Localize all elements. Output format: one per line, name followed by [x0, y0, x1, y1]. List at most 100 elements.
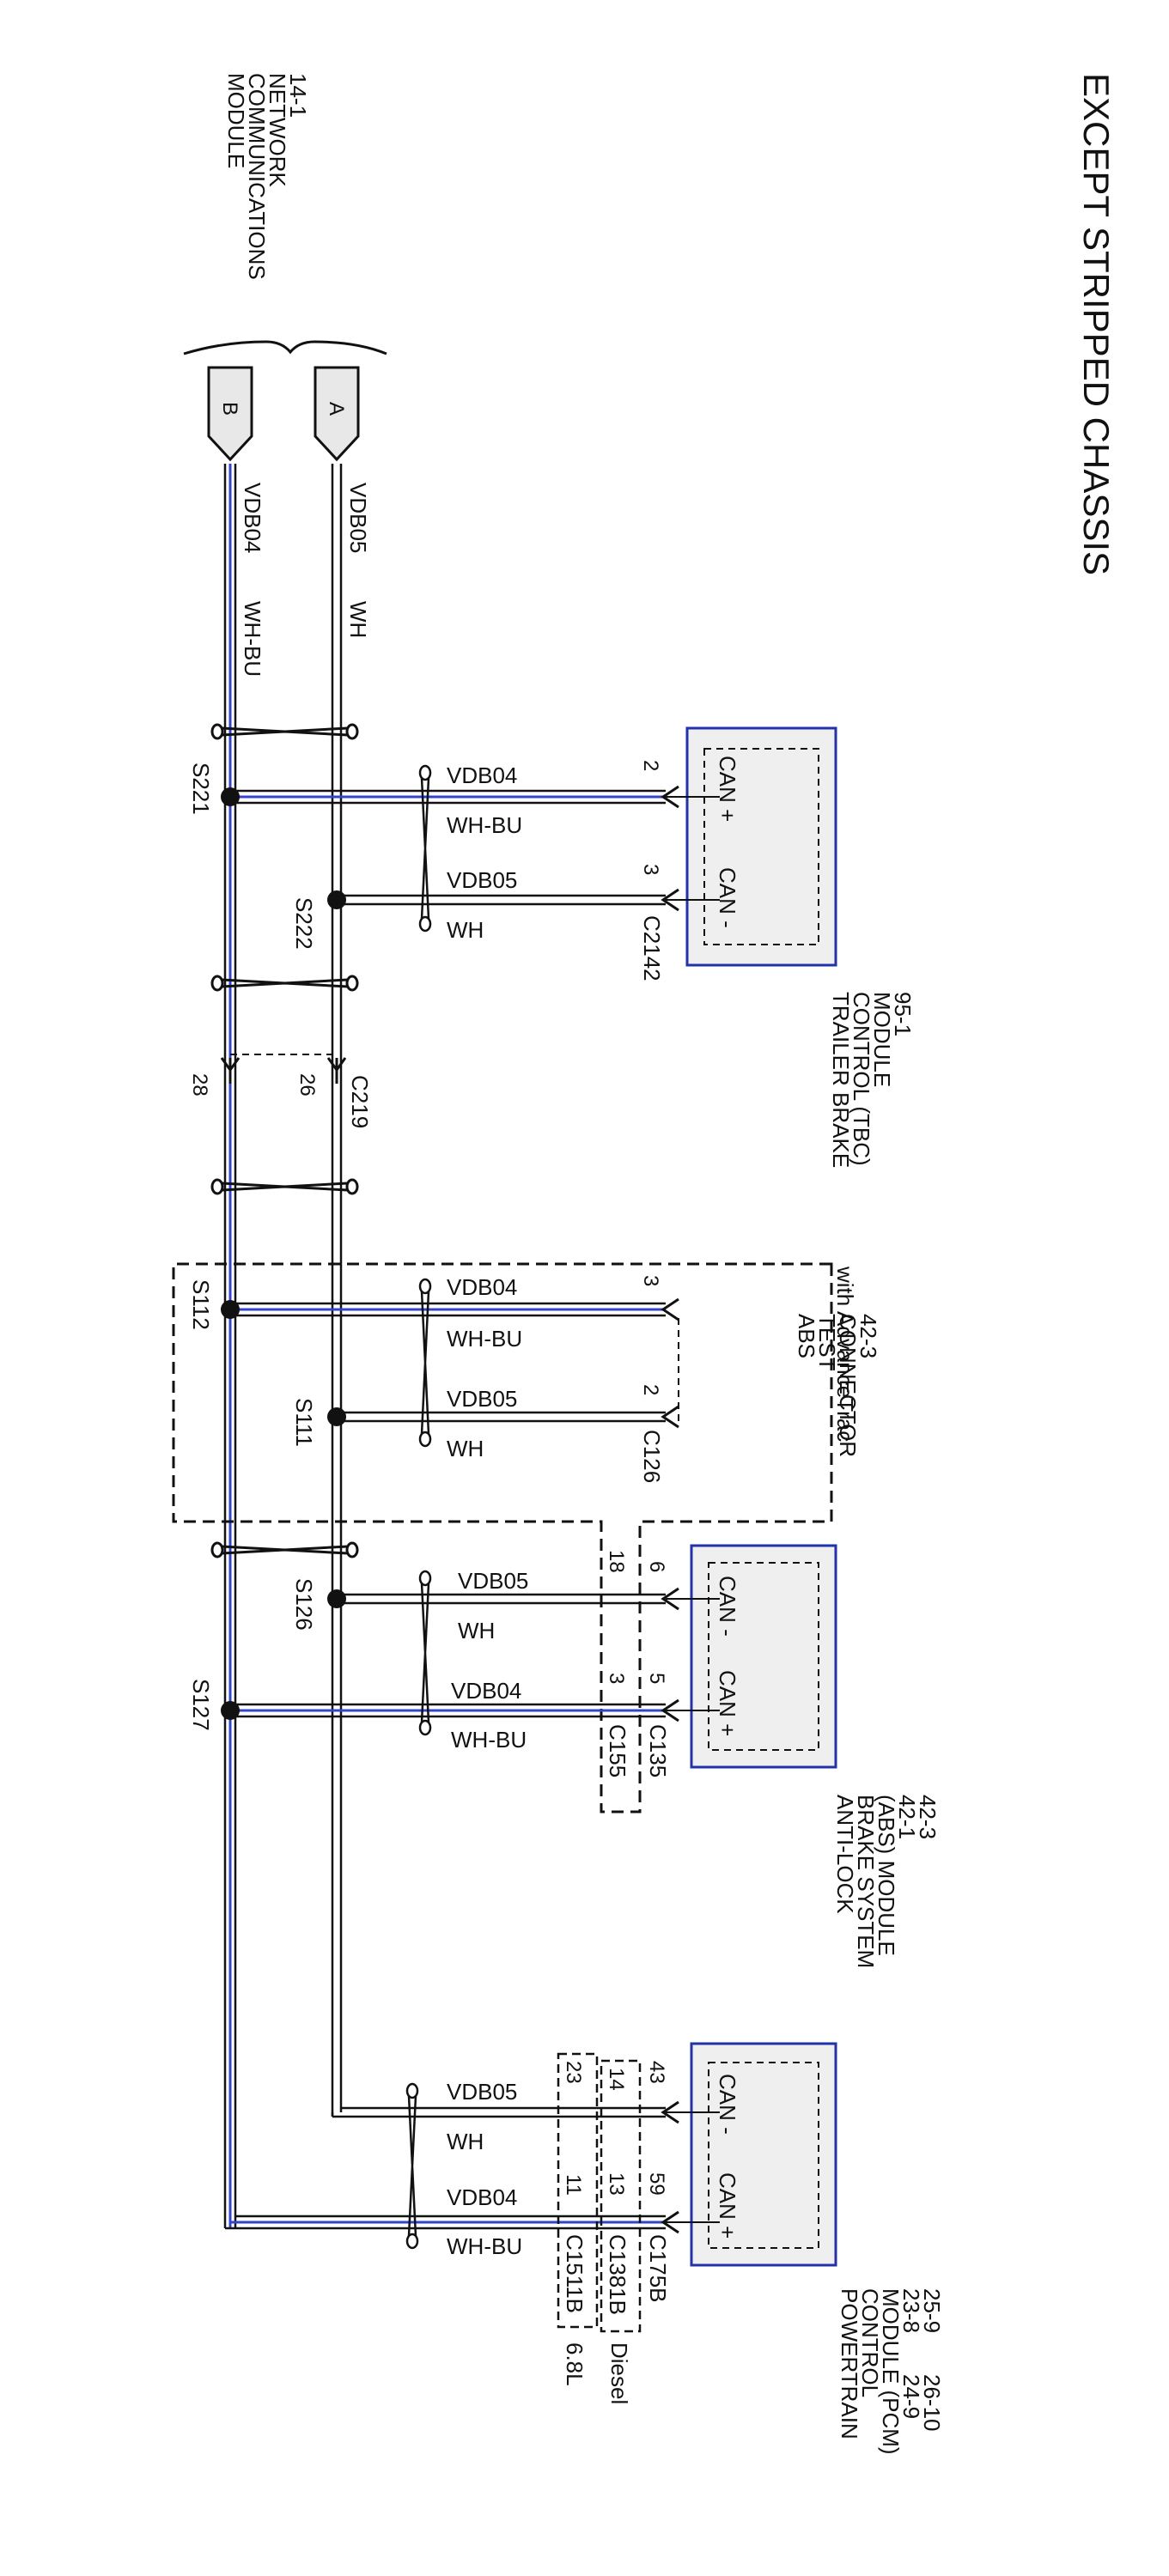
abs-test-w2-color: WH [447, 1436, 484, 1461]
network-ref-line-2: COMMUNICATIONS [244, 73, 270, 280]
tbc-can-plus-label: CAN + [715, 756, 740, 822]
svg-text:S222: S222 [291, 897, 317, 950]
svg-text:25-9: 25-9 [919, 2288, 945, 2333]
svg-text:24-9: 24-9 [898, 2374, 924, 2419]
pcm-c1511b-option-box: 23 11 C1511B 6.8L [557, 2052, 599, 2386]
tbc-w2-circuit: VDB05 [447, 867, 517, 893]
pcm-connector: C175B [645, 2234, 671, 2303]
svg-text:CAN -: CAN - [715, 2074, 740, 2135]
svg-text:with AdvanceTrac: with AdvanceTrac [832, 1266, 858, 1442]
svg-text:CAN -: CAN - [715, 1576, 740, 1637]
network-ref-line-4: 14-1 [285, 73, 311, 118]
svg-text:POWERTRAIN: POWERTRAIN [837, 2288, 862, 2439]
pcm-w1-circuit: VDB05 [447, 2079, 517, 2105]
svg-text:59: 59 [645, 2172, 668, 2196]
splice-s221 [221, 787, 240, 806]
svg-text:C1381B: C1381B [605, 2234, 630, 2315]
svg-text:26: 26 [295, 1073, 319, 1097]
twisted-pair-marker [210, 723, 359, 740]
abs-wire-can-minus [337, 1587, 720, 1611]
main-wire-b [223, 464, 237, 2228]
pcm-wire-can-minus [331, 2100, 720, 2124]
splice-s126 [327, 1589, 346, 1608]
pcm-twist [405, 2082, 419, 2250]
svg-text:TEST: TEST [814, 1314, 840, 1371]
svg-text:S112: S112 [188, 1279, 214, 1330]
svg-text:6.8L: 6.8L [562, 2342, 588, 2386]
svg-text:MODULE: MODULE [869, 992, 895, 1087]
abs-test-twist [418, 1278, 432, 1448]
connector-b: B [207, 366, 253, 462]
twisted-pair-marker [210, 975, 359, 992]
svg-text:3: 3 [639, 1275, 662, 1286]
svg-text:S126: S126 [291, 1578, 317, 1631]
main-wire-a [331, 464, 343, 2117]
svg-text:MODULE (PCM): MODULE (PCM) [878, 2288, 904, 2455]
svg-text:42-1: 42-1 [894, 1795, 920, 1839]
pcm-w2-color: WH-BU [447, 2233, 522, 2259]
svg-text:28: 28 [188, 1073, 211, 1097]
abs-test-wire-1 [230, 1297, 679, 1321]
svg-text:TRAILER BRAKE: TRAILER BRAKE [828, 992, 854, 1168]
svg-text:C219: C219 [347, 1075, 373, 1128]
tbc-w2-color: WH [447, 917, 484, 943]
svg-text:42-3: 42-3 [855, 1314, 881, 1358]
abs-connector: C135 [645, 1724, 671, 1777]
svg-text:11: 11 [562, 2174, 585, 2196]
abs-test-w2-circuit: VDB05 [447, 1386, 517, 1412]
svg-text:CAN +: CAN + [715, 1670, 740, 1736]
svg-text:C1511B: C1511B [562, 2234, 588, 2313]
svg-text:CAN +: CAN + [715, 2172, 740, 2239]
svg-text:S127: S127 [188, 1679, 214, 1731]
svg-text:18: 18 [605, 1550, 628, 1573]
tbc-wire-can-plus [230, 785, 720, 809]
tbc-wire-can-minus [337, 888, 720, 912]
svg-text:CONNECTOR: CONNECTOR [835, 1314, 861, 1457]
splice-s222 [327, 890, 346, 909]
svg-text:42-3: 42-3 [915, 1795, 941, 1839]
svg-text:B: B [218, 402, 241, 416]
main-b-color: WH-BU [240, 601, 265, 677]
svg-text:5: 5 [645, 1673, 668, 1684]
svg-text:ANTI-LOCK: ANTI-LOCK [832, 1795, 858, 1914]
abs-module: CAN - CAN + ANTI-LOCK BRAKE SYSTEM (ABS)… [690, 1544, 941, 1968]
pcm-wire-can-plus [225, 2210, 720, 2234]
tbc-w1-circuit: VDB04 [447, 762, 517, 788]
abs-wire-can-plus [230, 1698, 720, 1722]
network-brace [183, 340, 387, 355]
svg-text:43: 43 [645, 2061, 668, 2084]
abs-test-wire-2 [337, 1405, 679, 1429]
svg-text:S221: S221 [188, 762, 214, 815]
svg-text:2: 2 [639, 1384, 662, 1395]
svg-text:3: 3 [639, 864, 662, 875]
svg-text:23-8: 23-8 [898, 2288, 924, 2333]
abs-test-w1-color: WH-BU [447, 1326, 522, 1352]
svg-text:14: 14 [605, 2068, 628, 2091]
splice-s127 [221, 1701, 240, 1720]
connector-c219: 28 26 C219 [188, 1054, 373, 1128]
tbc-connector: C2142 [639, 915, 665, 981]
main-a-color: WH [345, 601, 371, 638]
svg-text:S111: S111 [291, 1398, 317, 1447]
svg-text:BRAKE SYSTEM: BRAKE SYSTEM [853, 1795, 879, 1968]
advancetrac-option-box: with AdvanceTrac [172, 1262, 858, 1814]
abs-twist [418, 1570, 432, 1736]
pcm-w1-color: WH [447, 2129, 484, 2154]
abs-test-w1-circuit: VDB04 [447, 1274, 517, 1300]
tbc-module: CAN + CAN - TRAILER BRAKE CONTROL (TBC) … [685, 726, 916, 1168]
abs-w2-color: WH-BU [451, 1727, 527, 1753]
abs-w2-circuit: VDB04 [451, 1678, 521, 1704]
pcm-w2-circuit: VDB04 [447, 2184, 517, 2210]
tbc-can-minus-label: CAN - [715, 867, 740, 928]
abs-w1-circuit: VDB05 [458, 1568, 528, 1594]
svg-text:CONTROL (TBC): CONTROL (TBC) [849, 992, 874, 1166]
splice-s112 [221, 1300, 240, 1319]
svg-text:CONTROL: CONTROL [857, 2288, 883, 2397]
network-ref-line-1: MODULE [223, 73, 249, 168]
abs-test-label: ABS [794, 1314, 819, 1358]
page-title: EXCEPT STRIPPED CHASSIS [1076, 73, 1117, 575]
svg-text:(ABS) MODULE: (ABS) MODULE [874, 1795, 899, 1956]
svg-text:23: 23 [562, 2061, 585, 2084]
abs-w1-color: WH [458, 1618, 495, 1643]
